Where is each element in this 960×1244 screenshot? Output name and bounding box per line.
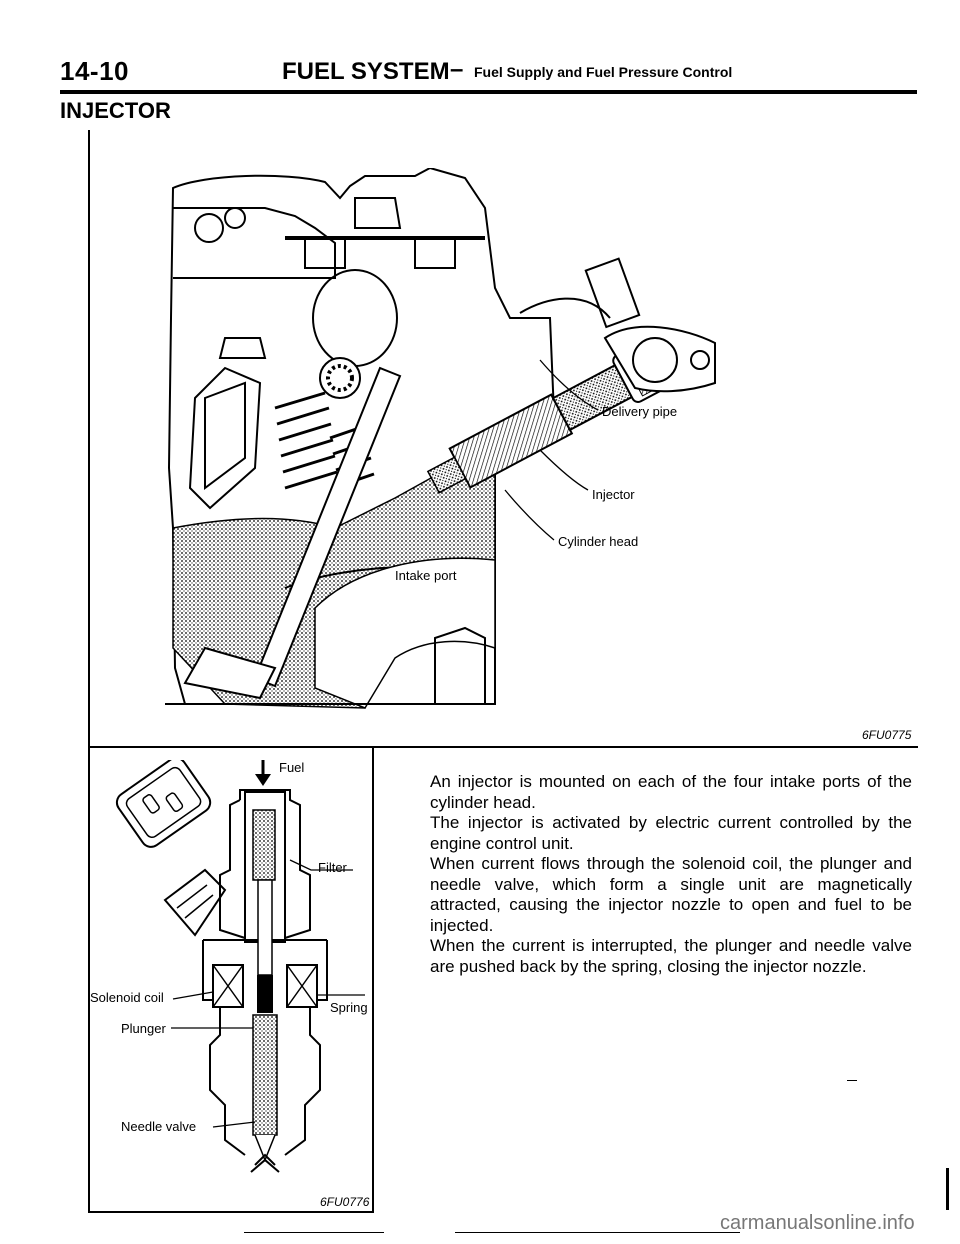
paragraph: When the current is interrupted, the plu…: [430, 936, 912, 976]
subsection-name: Fuel Supply and Fuel Pressure Control: [474, 64, 733, 80]
label-spring: Spring: [330, 1000, 368, 1015]
figure2-code: 6FU0776: [320, 1195, 370, 1209]
section-separator: [88, 746, 918, 748]
label-intake-port: Intake port: [395, 568, 457, 583]
figure1-code: 6FU0775: [862, 728, 912, 742]
label-solenoid-coil: Solenoid coil: [90, 990, 164, 1005]
footer-rule-right: [455, 1232, 740, 1233]
header-rule: [60, 90, 917, 94]
paragraph: An injector is mounted on each of the fo…: [430, 772, 912, 812]
frame-left-line: [88, 130, 90, 748]
label-plunger: Plunger: [121, 1021, 166, 1036]
injector-cross-section-illustration: [115, 760, 365, 1173]
label-fuel: Fuel: [279, 760, 305, 775]
paragraph: The injector is activated by electric cu…: [430, 813, 912, 853]
figure-box-right: [372, 748, 374, 1213]
label-cylinder-head: Cylinder head: [558, 534, 639, 549]
margin-mark: [946, 1168, 949, 1210]
cylinder-head-illustration: [165, 168, 716, 709]
footer-rule-left: [244, 1232, 384, 1233]
margin-tick: [847, 1080, 857, 1081]
figure-box-left: [88, 748, 90, 1213]
label-delivery-pipe: Delivery pipe: [602, 404, 678, 419]
section-title: INJECTOR: [60, 98, 171, 123]
watermark: carmanualsonline.info: [720, 1212, 915, 1234]
header-dash: –: [450, 56, 464, 83]
label-injector: Injector: [592, 487, 635, 502]
label-filter: Filter: [318, 860, 347, 875]
system-name: FUEL SYSTEM: [282, 58, 450, 85]
paragraph: When current flows through the solenoid …: [430, 854, 912, 935]
page-number: 14-10: [60, 56, 129, 86]
label-needle-valve: Needle valve: [121, 1119, 197, 1134]
figure1-leader-lines: [504, 359, 599, 541]
description-text: An injector is mounted on each of the fo…: [430, 772, 912, 977]
figure-box-bottom: [88, 1211, 374, 1213]
